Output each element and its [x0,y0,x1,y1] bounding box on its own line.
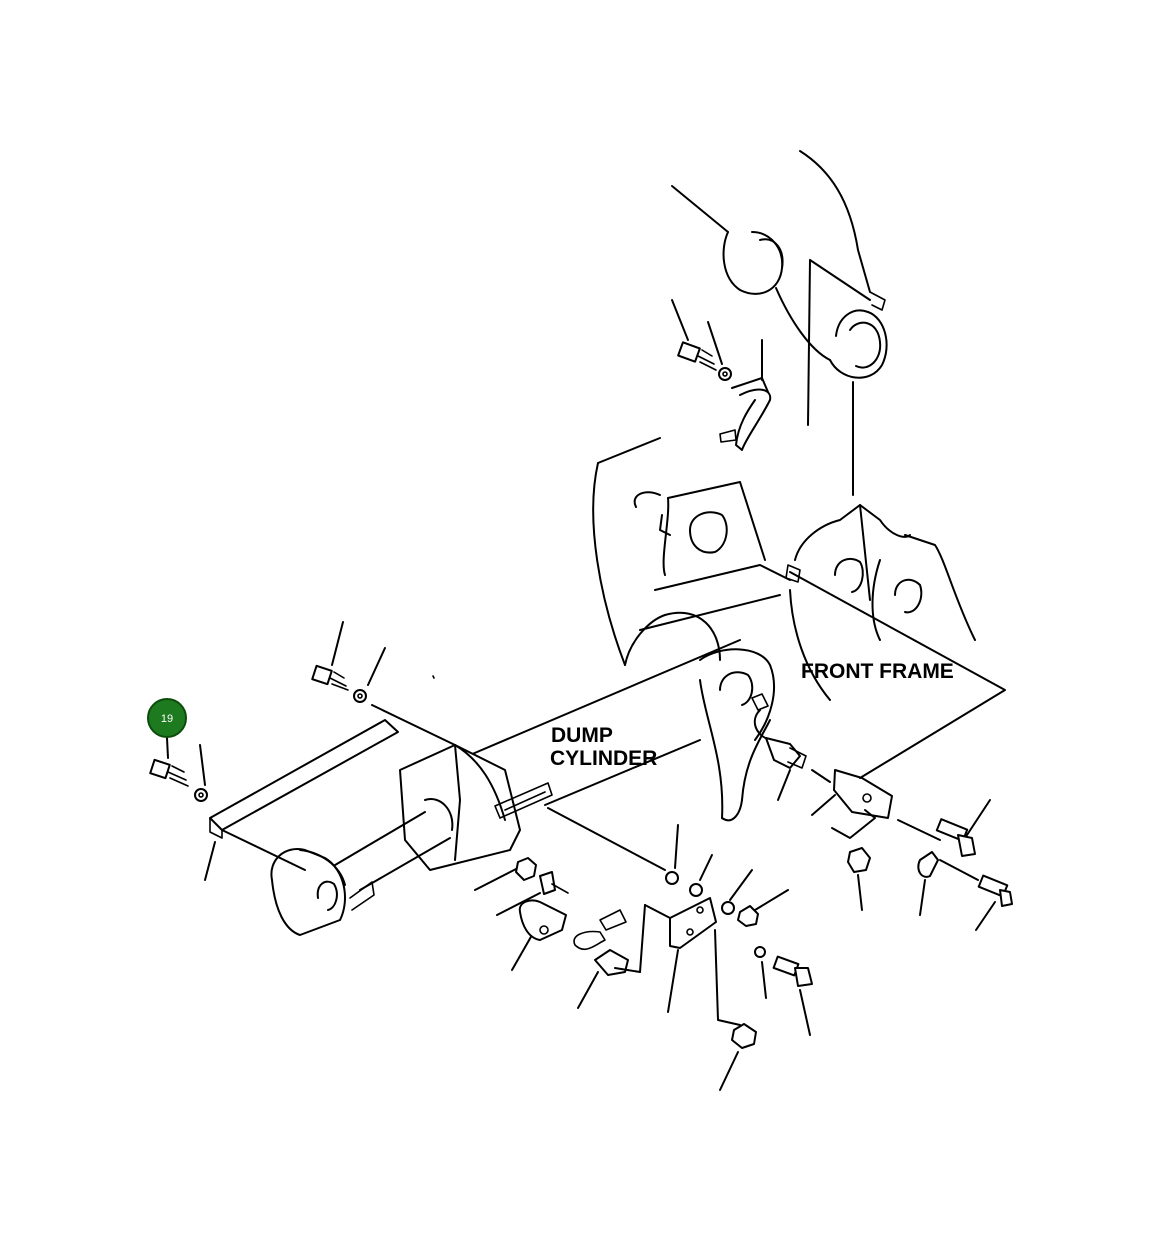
dump-cylinder [270,744,553,936]
mid-bolt [311,621,456,746]
callout-number[interactable]: 19 [161,713,173,725]
callout-badge[interactable]: 19 [147,698,187,738]
callout-circle[interactable] [147,698,187,738]
bar-and-bolt [149,719,399,881]
sensor-hardware [474,807,813,1091]
dump-cylinder-label-line1: DUMP [551,724,613,747]
main-frame [469,437,976,822]
right-sensor [751,693,1013,931]
stray-mark [432,675,435,679]
front-frame-label: FRONT FRAME [801,660,954,683]
dump-cylinder-label-line2: CYLINDER [550,747,657,770]
upper-linkage [671,150,888,496]
front-frame-leader [789,571,1006,779]
